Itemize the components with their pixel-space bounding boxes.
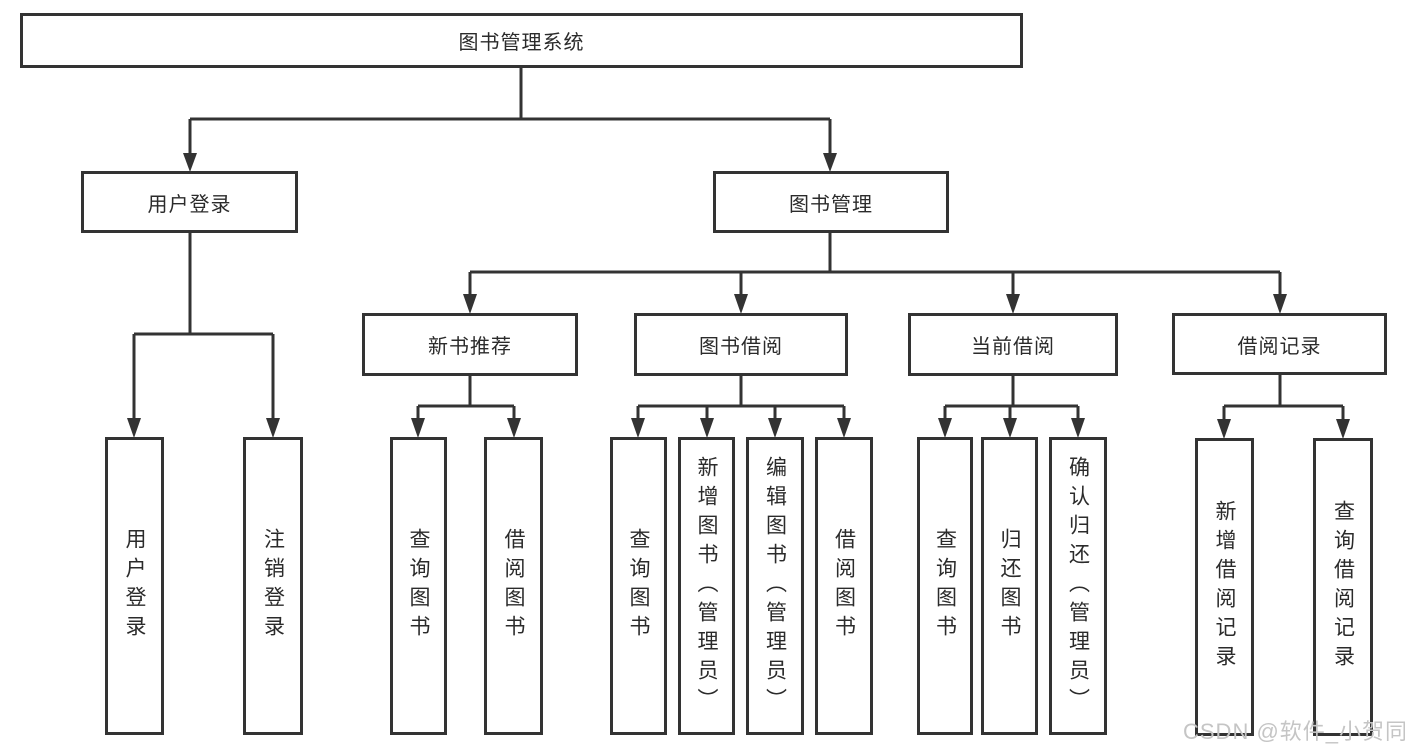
node-root-label: 图书管理系统: [458, 32, 585, 54]
node-book-mgmt: 图书管理: [713, 171, 949, 233]
node-leaf-return-book-label: 归还图书: [998, 528, 1021, 644]
connector-new-book-rec: [411, 376, 521, 438]
node-leaf-add-book-label: 新增图书（管理员）: [695, 455, 718, 717]
node-borrow-records-label: 借阅记录: [1237, 335, 1322, 358]
connector-user-login: [127, 233, 280, 438]
connector-book-borrow: [631, 376, 851, 438]
node-leaf-query-book-1-label: 查询图书: [407, 528, 430, 644]
csdn-watermark: CSDN @软件_小贺同学: [1183, 719, 1405, 744]
node-leaf-confirm-return-label: 确认归还（管理员）: [1066, 455, 1090, 717]
connector-root: [183, 68, 837, 172]
node-leaf-query-record-label: 查询借阅记录: [1331, 500, 1355, 674]
node-leaf-edit-book: 编辑图书（管理员）: [746, 437, 804, 735]
node-leaf-query-book-3-label: 查询图书: [933, 528, 957, 644]
node-leaf-user-login: 用户登录: [105, 437, 164, 735]
node-book-borrow-label: 图书借阅: [699, 336, 783, 358]
node-leaf-query-book-2: 查询图书: [610, 437, 667, 735]
node-leaf-add-record-label: 新增借阅记录: [1213, 500, 1236, 674]
connector-current-borrow: [938, 376, 1085, 438]
node-leaf-query-record: 查询借阅记录: [1313, 438, 1373, 736]
node-leaf-borrow-book-2-label: 借阅图书: [832, 528, 856, 644]
node-book-borrow: 图书借阅: [634, 313, 848, 376]
node-leaf-query-book-2-label: 查询图书: [627, 528, 650, 644]
node-leaf-borrow-book-1-label: 借阅图书: [502, 528, 525, 644]
node-user-login-label: 用户登录: [147, 193, 232, 216]
node-leaf-borrow-book-2: 借阅图书: [815, 437, 873, 735]
connector-book-mgmt: [463, 233, 1287, 314]
node-leaf-add-record: 新增借阅记录: [1195, 438, 1254, 736]
node-borrow-records: 借阅记录: [1172, 313, 1387, 375]
node-root: 图书管理系统: [20, 13, 1023, 68]
node-new-book-rec-label: 新书推荐: [428, 336, 512, 358]
node-current-borrow-label: 当前借阅: [971, 336, 1055, 358]
node-book-mgmt-label: 图书管理: [789, 193, 873, 216]
node-leaf-return-book: 归还图书: [981, 437, 1038, 735]
node-leaf-query-book-1: 查询图书: [390, 437, 447, 735]
node-leaf-add-book: 新增图书（管理员）: [678, 437, 735, 735]
node-user-login: 用户登录: [81, 171, 298, 233]
node-leaf-query-book-3: 查询图书: [917, 437, 973, 735]
connector-borrow-records: [1217, 375, 1350, 439]
node-leaf-user-login-label: 用户登录: [123, 528, 146, 644]
node-leaf-confirm-return: 确认归还（管理员）: [1049, 437, 1107, 735]
node-leaf-logout: 注销登录: [243, 437, 303, 735]
node-leaf-logout-label: 注销登录: [261, 528, 285, 644]
node-new-book-rec: 新书推荐: [362, 313, 578, 376]
node-leaf-edit-book-label: 编辑图书（管理员）: [763, 455, 787, 717]
node-leaf-borrow-book-1: 借阅图书: [484, 437, 543, 735]
node-current-borrow: 当前借阅: [908, 313, 1118, 376]
